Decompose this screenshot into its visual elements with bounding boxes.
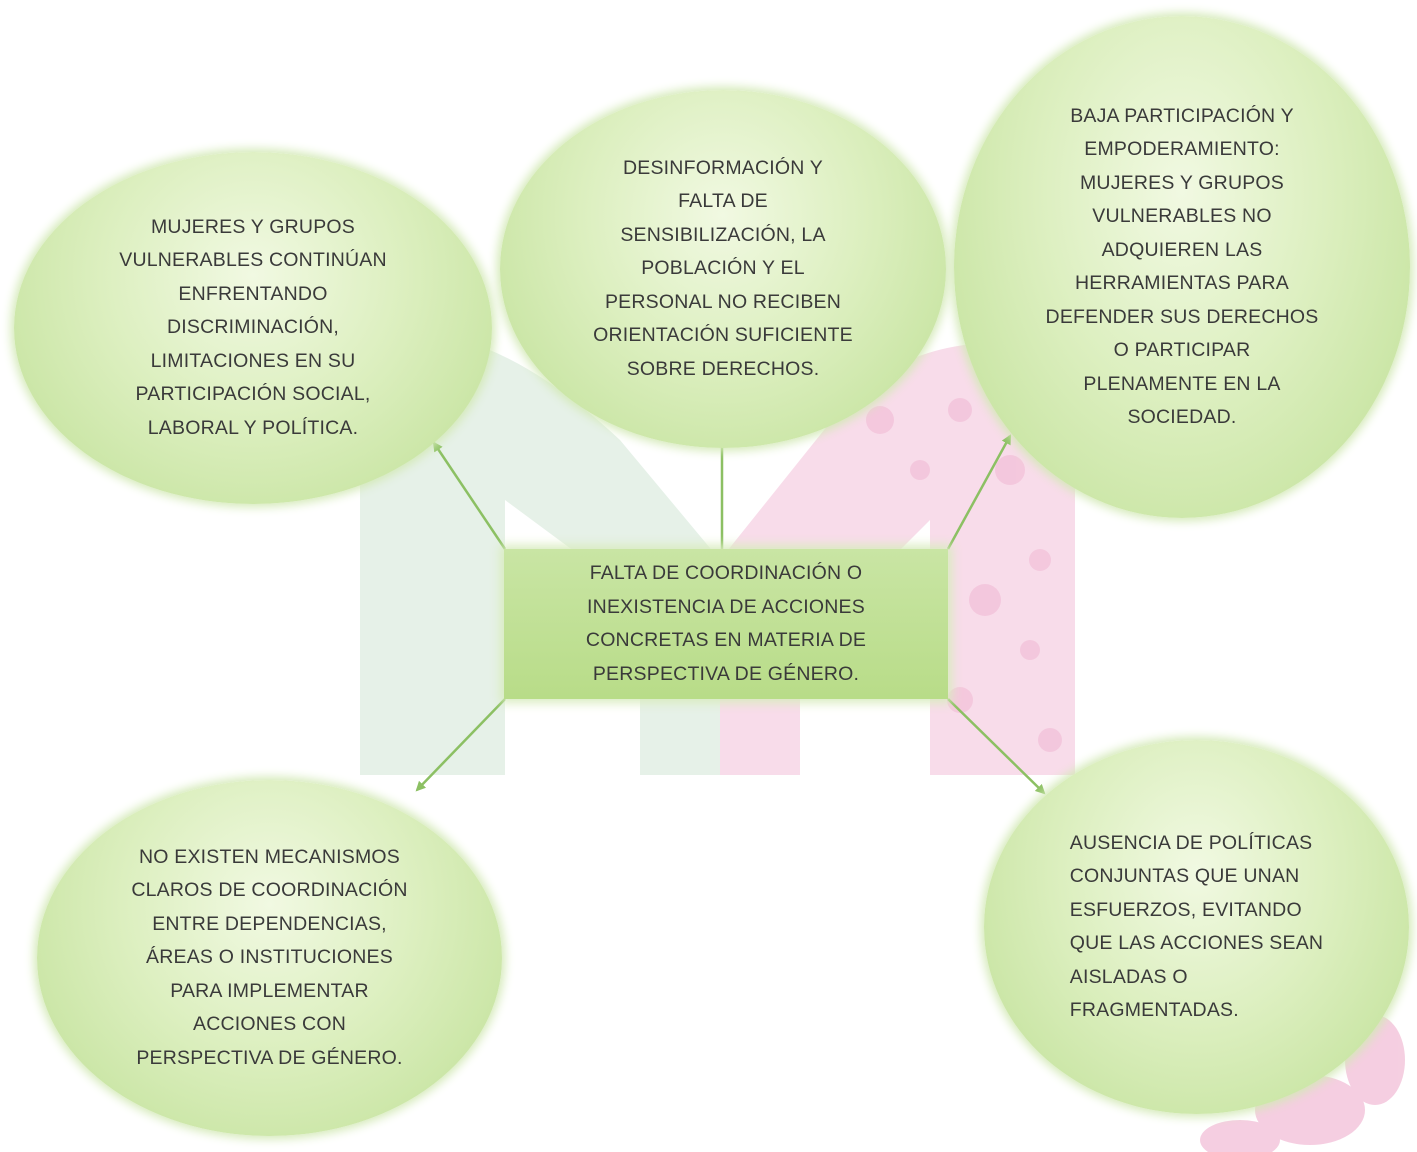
central-problem-box: FALTA DE COORDINACIÓN O INEXISTENCIA DE … [504, 549, 948, 699]
watermark-logo [360, 334, 1405, 1152]
effect-text-top-left: MUJERES Y GRUPOS VULNERABLES CONTINÚAN E… [119, 215, 387, 439]
effect-bubble-bottom-right: AUSENCIA DE POLÍTICAS CONJUNTAS QUE UNAN… [984, 740, 1409, 1114]
watermark-green-shape [360, 334, 720, 775]
watermark-pink-shape [720, 342, 1075, 775]
effect-bubble-top-right: BAJA PARTICIPACIÓN Y EMPODERAMIENTO: MUJ… [954, 16, 1410, 518]
effect-bubble-top-center: DESINFORMACIÓN Y FALTA DE SENSIBILIZACIÓ… [500, 90, 946, 448]
effect-text-bottom-left: NO EXISTEN MECANISMOS CLAROS DE COORDINA… [131, 845, 408, 1069]
arrow-to-top-right [946, 434, 1012, 550]
arrow-to-bottom-left [415, 698, 506, 792]
effect-text-top-right: BAJA PARTICIPACIÓN Y EMPODERAMIENTO: MUJ… [1045, 104, 1319, 429]
arrow-to-top-left [432, 441, 507, 550]
central-problem-text: FALTA DE COORDINACIÓN O INEXISTENCIA DE … [585, 562, 867, 685]
connector-arrows [415, 432, 1046, 795]
effect-bubble-top-left: MUJERES Y GRUPOS VULNERABLES CONTINÚAN E… [14, 152, 492, 504]
arrow-to-bottom-right [947, 698, 1046, 795]
effect-text-bottom-right: AUSENCIA DE POLÍTICAS CONJUNTAS QUE UNAN… [1069, 831, 1324, 1022]
watermark-floral-pattern [866, 398, 1405, 1152]
effect-text-top-center: DESINFORMACIÓN Y FALTA DE SENSIBILIZACIÓ… [593, 156, 853, 380]
effect-bubble-bottom-left: NO EXISTEN MECANISMOS CLAROS DE COORDINA… [37, 780, 502, 1136]
